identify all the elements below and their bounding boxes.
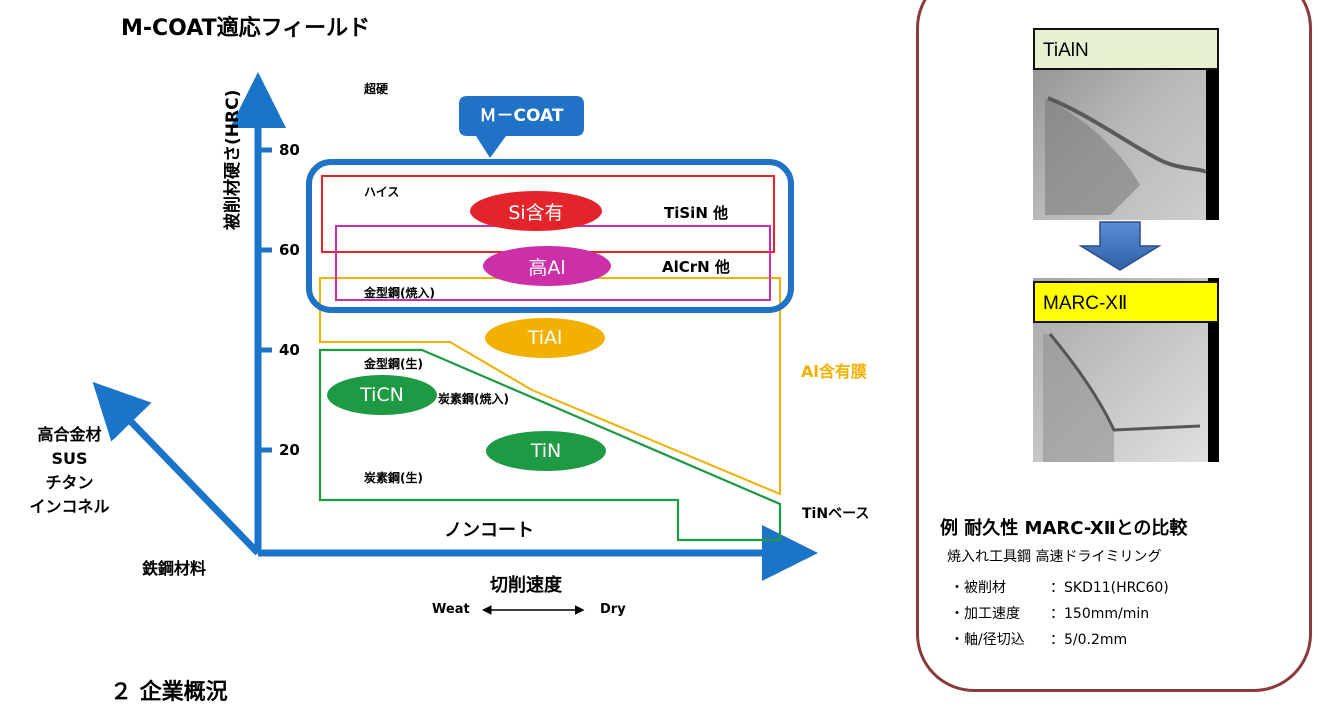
diag-label-sus: SUS (51, 449, 88, 468)
example-row-speed-value: ：150mm/min (1050, 606, 1150, 622)
diag-axis-line (92, 381, 261, 556)
coating-ticn-ellipse: TiCN (327, 375, 437, 415)
y-axis-label: 被削材硬さ(HRC) (223, 89, 243, 230)
coating-tial-label: TiAl (527, 327, 563, 349)
example-row-material: ・被削材 ：SKD11(HRC60) (950, 577, 1169, 597)
orange-al-region (319, 277, 781, 496)
label-carbon-raw: 炭素鋼(生) (364, 471, 423, 485)
marcx-tag: MARC-XⅡ (1033, 281, 1219, 323)
x-axis-dry: Dry (600, 602, 626, 617)
example-row-depth-value: ：5/0.2mm (1050, 632, 1128, 648)
example-heading: 例 耐久性 MARC-XⅡとの比較 (940, 518, 1188, 539)
label-die-raw: 金型鋼(生) (364, 357, 423, 371)
mcoat-callout-label: Ｍ－COAT (479, 106, 564, 126)
example-row-speed-key: ・加工速度 (950, 606, 1020, 622)
example-subheading: 焼入れ工具鋼 高速ドライミリング (947, 549, 1162, 565)
coating-tin-label: TiN (530, 440, 562, 462)
example-row-material-value: ：SKD11(HRC60) (1050, 580, 1169, 596)
family-al-film: Al含有膜 (801, 362, 867, 381)
coating-tin-ellipse: TiN (486, 431, 606, 471)
coating-tial-ellipse: TiAl (485, 318, 605, 358)
example-row-speed: ・加工速度 ：150mm/min (950, 603, 1149, 623)
family-tin-base: TiNベース (802, 506, 870, 522)
family-tisin: TiSiN 他 (664, 204, 729, 222)
label-carbon-hardened: 炭素鋼(焼入) (438, 392, 509, 406)
origin-label: 鉄鋼材料 (142, 559, 207, 578)
down-arrow (1078, 221, 1162, 271)
example-panel (916, 0, 1312, 692)
diagram-title: M-COAT適応フィールド (121, 16, 371, 41)
coating-high-al-ellipse: 高Al (483, 246, 611, 286)
diag-label-titanium: チタン (45, 473, 94, 492)
diag-label-inconel: インコネル (29, 497, 110, 516)
example-row-depth: ・軸/径切込 ：5/0.2mm (950, 629, 1127, 649)
example-row-material-key: ・被削材 (950, 580, 1006, 596)
diag-axis-labels: 高合金材 SUS チタン インコネル (12, 423, 127, 519)
label-hss: ハイス (364, 185, 400, 199)
label-carbide: 超硬 (364, 82, 389, 96)
x-axis-label: 切削速度 (490, 575, 562, 596)
y-tick-label-20: 20 (279, 441, 300, 459)
y-tick-label-60: 60 (279, 241, 300, 259)
coating-ticn-label: TiCN (360, 384, 404, 406)
diag-label-high-alloy: 高合金材 (37, 425, 102, 444)
green-tin-region (318, 348, 782, 542)
coating-si-ellipse: Si含有 (470, 191, 602, 231)
section-heading: ２ 企業概況 (110, 680, 228, 705)
mcoat-callout-bubble (459, 96, 584, 158)
mcoat-region (306, 159, 794, 313)
example-row-depth-key: ・軸/径切込 (950, 632, 1025, 648)
y-tick-label-80: 80 (279, 141, 300, 159)
coating-si-label: Si含有 (508, 201, 564, 224)
family-alcrn: AlCrN 他 (662, 258, 730, 276)
x-axis-weat: Weat (432, 602, 470, 617)
tialn-tag: TiAlN (1033, 28, 1219, 70)
label-die-hardened: 金型鋼(焼入) (364, 286, 435, 300)
coating-high-al-label: 高Al (528, 256, 566, 279)
family-uncoated: ノンコート (444, 520, 534, 541)
y-tick-label-40: 40 (279, 341, 300, 359)
